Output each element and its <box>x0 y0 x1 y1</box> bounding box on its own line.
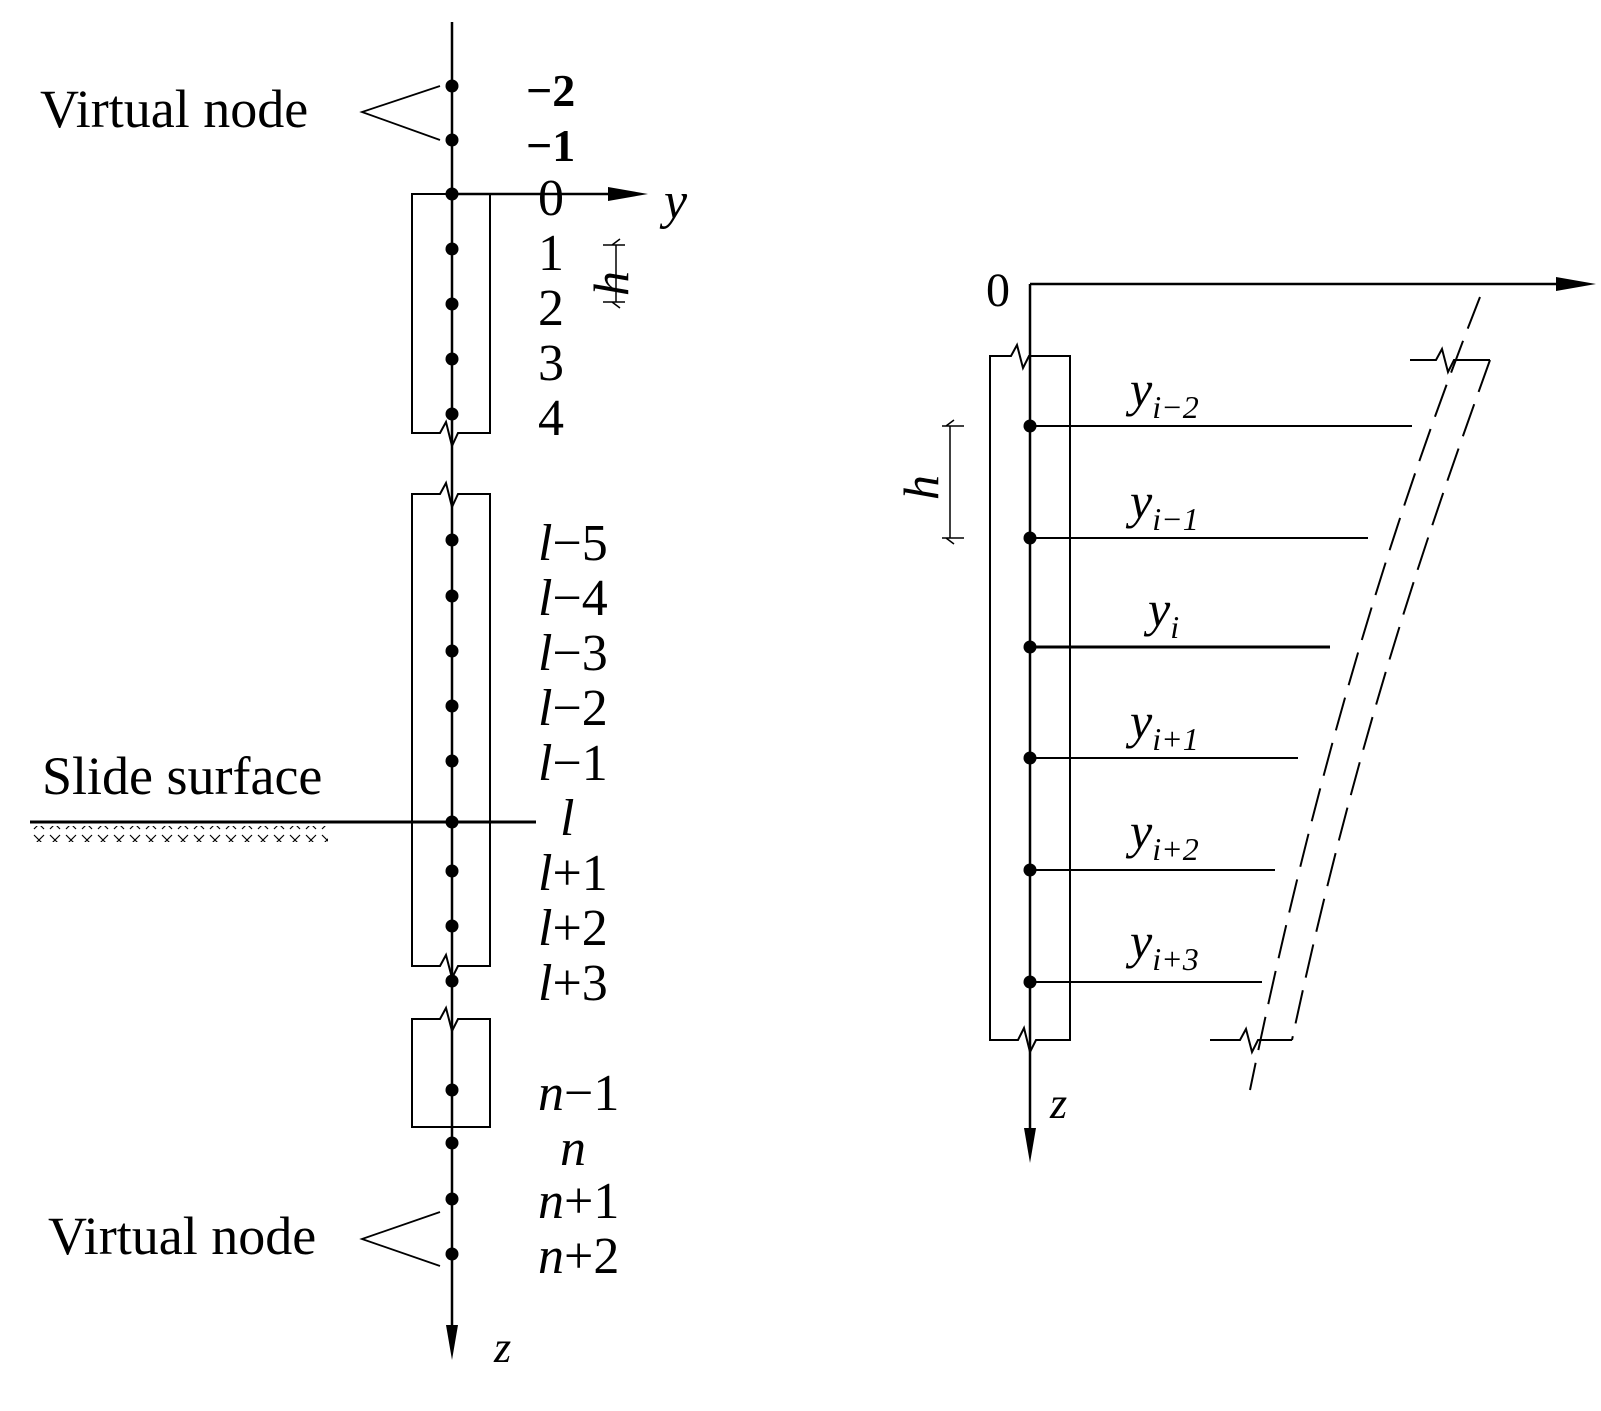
node-label-l-minus-3: l−3 <box>538 625 608 682</box>
node-dot <box>445 864 459 878</box>
node-dot <box>445 1083 459 1097</box>
deflection-labels: yi−2 yi−1 yi yi+1 yi+2 yi+3 <box>1125 361 1199 977</box>
node-label-l-minus-4: l−4 <box>538 570 608 627</box>
deflected-shape-bottom-break <box>1210 1026 1292 1055</box>
deflection-label-i-minus-1: yi−1 <box>1125 473 1199 537</box>
node-dot <box>445 407 459 421</box>
node-dot <box>445 699 459 713</box>
node-dot <box>445 754 459 768</box>
node-label-n-plus-1: n+1 <box>538 1173 619 1230</box>
deflection-label-i-minus-2: yi−2 <box>1125 361 1199 425</box>
slide-surface-label: Slide surface <box>42 746 322 806</box>
node-label-1: 1 <box>538 225 564 282</box>
left-z-axis-label: z <box>493 1323 511 1372</box>
deflected-shape-right-curve <box>1291 359 1491 1041</box>
y-axis-arrowhead <box>608 187 648 201</box>
right-node-dot <box>1023 531 1037 545</box>
node-label-0: 0 <box>538 170 564 227</box>
node-dot <box>445 589 459 603</box>
node-label-3: 3 <box>538 335 564 392</box>
node-label-n: n <box>560 1120 586 1177</box>
deflection-label-i-plus-2: yi+2 <box>1125 803 1199 867</box>
left-diagram: Virtual node Virtual node Slide surface … <box>30 22 688 1372</box>
node-label-l-minus-1: l−1 <box>538 735 608 792</box>
pile-segment-top <box>411 193 491 449</box>
node-label-l-plus-1: l+1 <box>538 845 608 902</box>
right-node-dot <box>1023 863 1037 877</box>
soil-hatch <box>32 826 328 842</box>
node-label-4: 4 <box>538 390 564 447</box>
right-diagram: 0 z h yi−2 yi−1 yi yi+1 yi+2 yi+3 <box>893 264 1596 1163</box>
node-dot <box>445 79 459 93</box>
right-z-axis-label: z <box>1049 1079 1067 1128</box>
left-node-dots <box>445 79 459 1261</box>
deflected-shape-left-curve <box>1249 296 1481 1091</box>
spacing-dimension <box>603 238 625 309</box>
mid-node-labels: l−5 l−4 l−3 l−2 l−1 l l+1 l+2 l+3 <box>538 515 608 1012</box>
deflected-shape-top-break <box>1410 346 1490 375</box>
node-label-minus-2: −2 <box>526 65 575 116</box>
y-axis-label: y <box>659 173 688 230</box>
node-label-l: l <box>560 790 574 847</box>
node-label-l-plus-3: l+3 <box>538 955 608 1012</box>
left-z-axis-arrowhead <box>446 1325 458 1360</box>
pile-segment-bottom <box>411 1005 491 1128</box>
left-spacing-label: h <box>583 271 639 296</box>
right-node-dot <box>1023 419 1037 433</box>
deflection-label-i-plus-3: yi+3 <box>1125 913 1199 977</box>
node-dot <box>445 533 459 547</box>
node-dot <box>445 919 459 933</box>
right-node-dot <box>1023 751 1037 765</box>
right-spacing-label: h <box>893 475 949 500</box>
virtual-node-label-top: Virtual node <box>40 79 308 139</box>
virtual-node-bracket-bottom <box>359 1211 441 1267</box>
node-dot <box>445 1192 459 1206</box>
node-label-2: 2 <box>538 280 564 337</box>
node-dot <box>445 974 459 988</box>
bottom-node-labels: n−1 n n+1 n+2 <box>538 1065 619 1285</box>
virtual-node-label-bottom: Virtual node <box>48 1206 316 1266</box>
right-origin-label: 0 <box>986 264 1010 317</box>
node-dot <box>445 815 459 829</box>
right-horizontal-axis-arrowhead <box>1556 277 1596 291</box>
node-dot <box>445 297 459 311</box>
deflection-label-i-plus-1: yi+1 <box>1125 693 1199 757</box>
right-node-dot <box>1023 640 1037 654</box>
pile-segment-middle <box>411 480 491 981</box>
node-label-n-minus-1: n−1 <box>538 1065 619 1122</box>
node-dot <box>445 1247 459 1261</box>
node-label-minus-1: −1 <box>526 120 575 171</box>
node-dot <box>445 187 459 201</box>
right-z-axis-arrowhead <box>1024 1128 1036 1163</box>
node-label-n-plus-2: n+2 <box>538 1228 619 1285</box>
right-pile-outline <box>989 342 1071 1055</box>
node-dot <box>445 352 459 366</box>
node-label-l-minus-2: l−2 <box>538 680 608 737</box>
node-label-l-minus-5: l−5 <box>538 515 608 572</box>
node-dot <box>445 1136 459 1150</box>
deflection-label-i: yi <box>1143 581 1179 645</box>
deflection-lines <box>1023 419 1412 989</box>
node-dot <box>445 644 459 658</box>
node-dot <box>445 133 459 147</box>
virtual-node-bracket-top <box>359 85 441 141</box>
right-node-dot <box>1023 975 1037 989</box>
node-dot <box>445 242 459 256</box>
node-label-l-plus-2: l+2 <box>538 900 608 957</box>
right-spacing-dimension <box>942 419 964 545</box>
